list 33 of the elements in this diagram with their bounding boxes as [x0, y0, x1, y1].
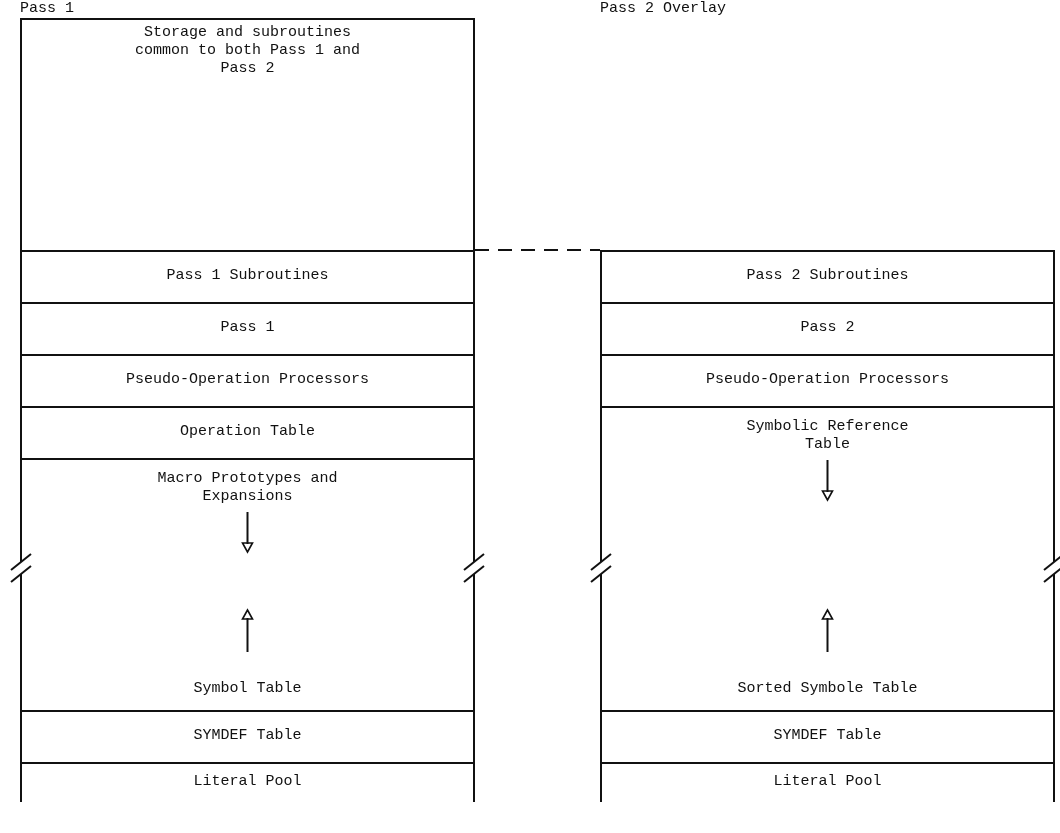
segment-label: Pass 1 Subroutines: [166, 267, 329, 285]
memory-segment: [600, 250, 1055, 302]
memory-segment: [20, 710, 475, 762]
segment-label: Storage and subroutines common to both Pass 1 and Pass 2: [133, 24, 361, 78]
memory-segment: [20, 762, 475, 802]
memory-segment: [600, 710, 1055, 762]
memory-segment: [20, 406, 475, 458]
memory-segment: [20, 18, 475, 250]
memory-segment: [600, 762, 1055, 802]
memory-segment: [20, 302, 475, 354]
segment-label: Sorted Symbole Table: [737, 680, 918, 698]
column-heading: Pass 1: [20, 0, 74, 17]
segment-label: Pass 1: [220, 319, 275, 337]
segment-label: Pseudo-Operation Processors: [705, 371, 949, 389]
segment-label: Operation Table: [180, 423, 315, 441]
column-heading: Pass 2 Overlay: [600, 0, 727, 17]
segment-label: SYMDEF Table: [773, 727, 882, 745]
segment-label: Symbolic Reference Table: [745, 418, 910, 454]
segment-label: SYMDEF Table: [193, 727, 302, 745]
memory-region: [20, 458, 475, 710]
segment-label: Macro Prototypes and Expansions: [156, 470, 339, 506]
memory-segment: [600, 354, 1055, 406]
memory-segment: [20, 354, 475, 406]
segment-label: Symbol Table: [193, 680, 302, 698]
memory-region: [600, 406, 1055, 710]
segment-label: Literal Pool: [193, 773, 302, 791]
segment-label: Pass 2 Subroutines: [746, 267, 909, 285]
segment-label: Pass 2: [800, 319, 855, 337]
dashed-connector: [474, 249, 601, 251]
memory-segment: [20, 250, 475, 302]
segment-label: Literal Pool: [773, 773, 882, 791]
segment-label: Pseudo-Operation Processors: [125, 371, 369, 389]
memory-segment: [600, 302, 1055, 354]
